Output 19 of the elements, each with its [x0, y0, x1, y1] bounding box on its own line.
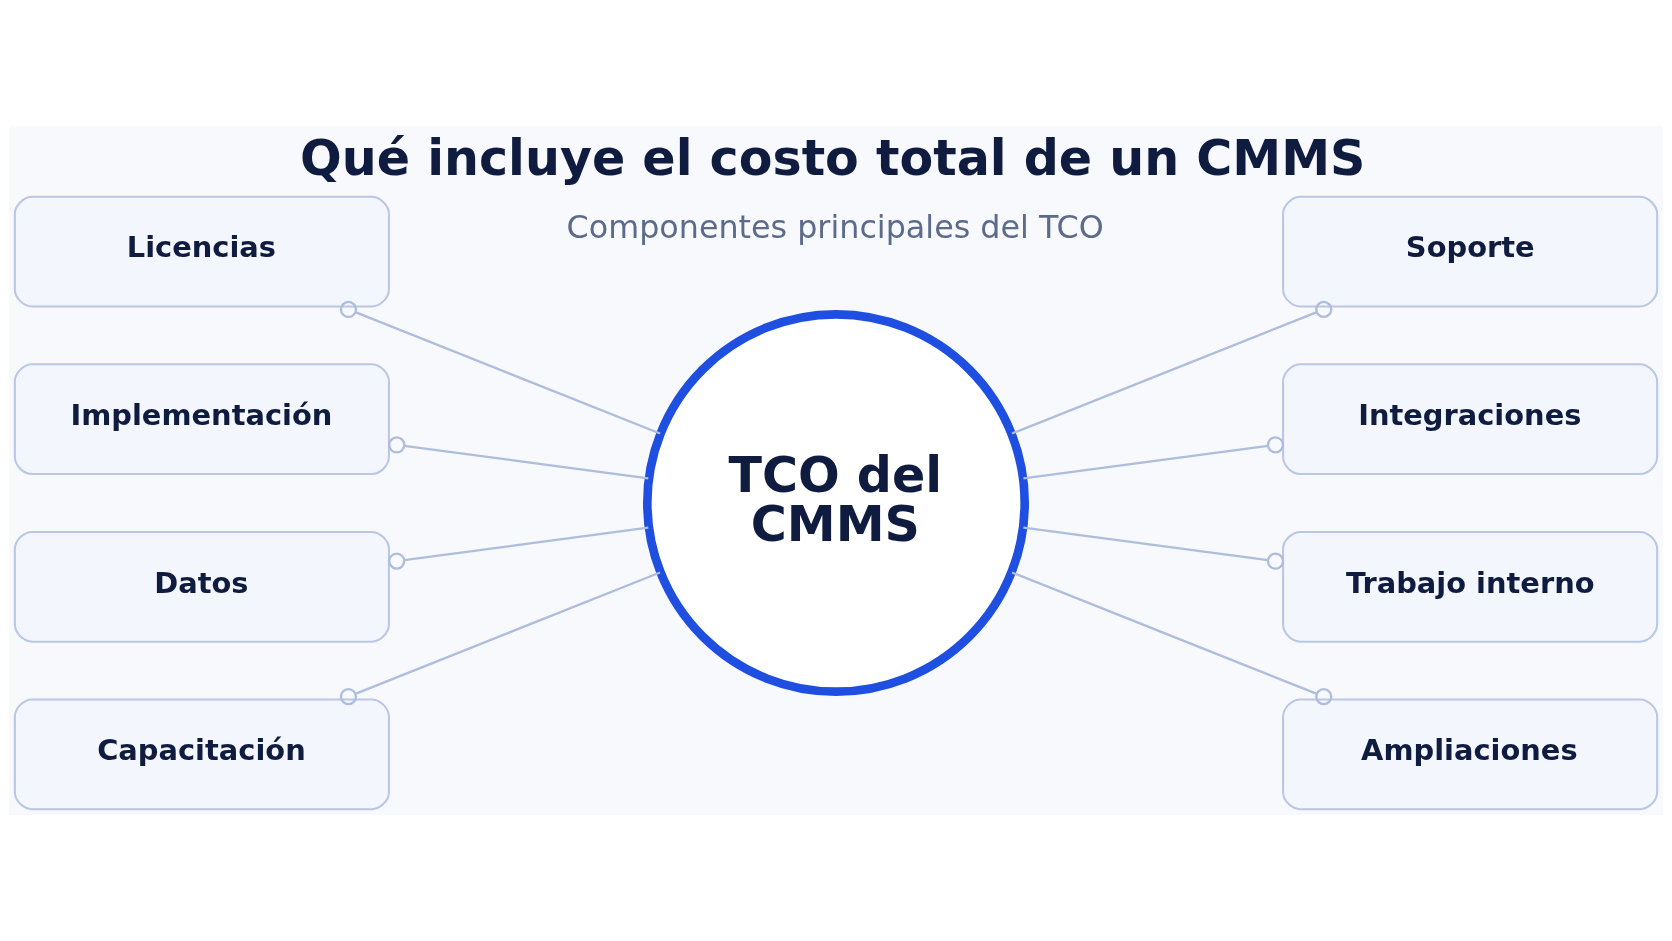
node-box: Licencias — [13, 195, 390, 308]
node-circle: TCO del CMMS — [642, 309, 1030, 697]
connector — [339, 300, 661, 435]
connector — [339, 571, 661, 706]
connector — [1023, 526, 1285, 570]
diagram-title: Qué incluye el costo total de un CMMS — [300, 129, 1366, 188]
connector — [1023, 436, 1285, 480]
node-box: Implementación — [13, 363, 390, 476]
node-box: Integraciones — [1282, 363, 1659, 476]
connector — [388, 526, 649, 570]
node-box: Capacitación — [13, 698, 390, 811]
node-box: Datos — [13, 530, 390, 643]
label: Componentes principales del TCO — [566, 209, 1104, 246]
node-box: Ampliaciones — [1282, 698, 1659, 811]
connector — [388, 436, 649, 480]
node-box: Soporte — [1282, 195, 1659, 308]
node-box: Trabajo interno — [1282, 530, 1659, 643]
connector — [1011, 300, 1333, 435]
connector — [1011, 571, 1333, 706]
